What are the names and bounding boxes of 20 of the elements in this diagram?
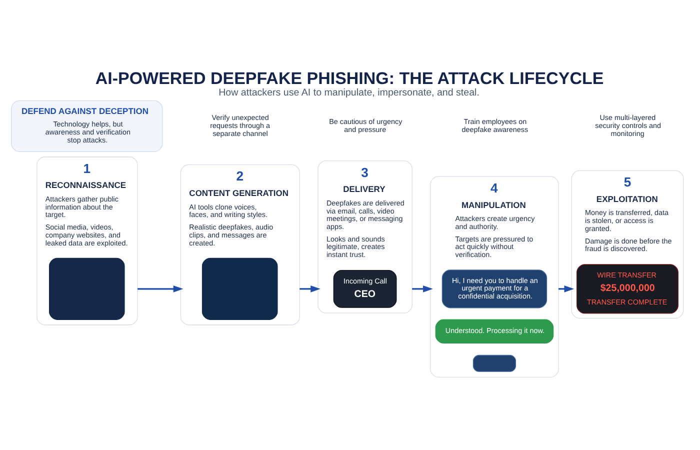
label: Train employees on deepfake awareness [462,116,528,134]
label: Verify unexpected requests through a separate channel [210,112,270,138]
node-box: Hi, I need you to handle an urgent payment for a confidential acquisition. [442,269,548,308]
arrow [558,284,574,292]
label: Use multi-layered security controls and monitoring [595,112,662,138]
node-box [202,257,278,320]
node-box: DEFEND AGAINST DECEPTION Technology helps, but awareness and verification stop attacks. [11,100,163,152]
cluster: 1 RECONNAISSANCE Attackers gather public information about the target. Social media, videos, company websites, and leaked data are exploited. [36,156,138,325]
label: Be cautious of urgency and pressure [329,116,402,134]
node-box: Incoming Call CEO [333,269,397,308]
node-box: Understood. Processing it now. [435,318,554,343]
node-box: WIRE TRANSFER $25,000,000 TRANSFER COMPLETE [576,264,678,314]
diagram-title: AI-POWERED DEEPFAKE PHISHING: THE ATTACK LIFECYCLE [95,68,604,88]
arrow [412,284,433,292]
arrow [300,284,320,292]
node-box [472,354,516,372]
node-box [48,257,125,320]
caption: How attackers use AI to manipulate, impersonate, and steal. [218,86,480,98]
cluster: 2 CONTENT GENERATION AI tools clone voices, faces, and writing styles. Realistic deepfakes, audio clips, and messages are created. [180,164,300,325]
arrow [138,284,184,292]
